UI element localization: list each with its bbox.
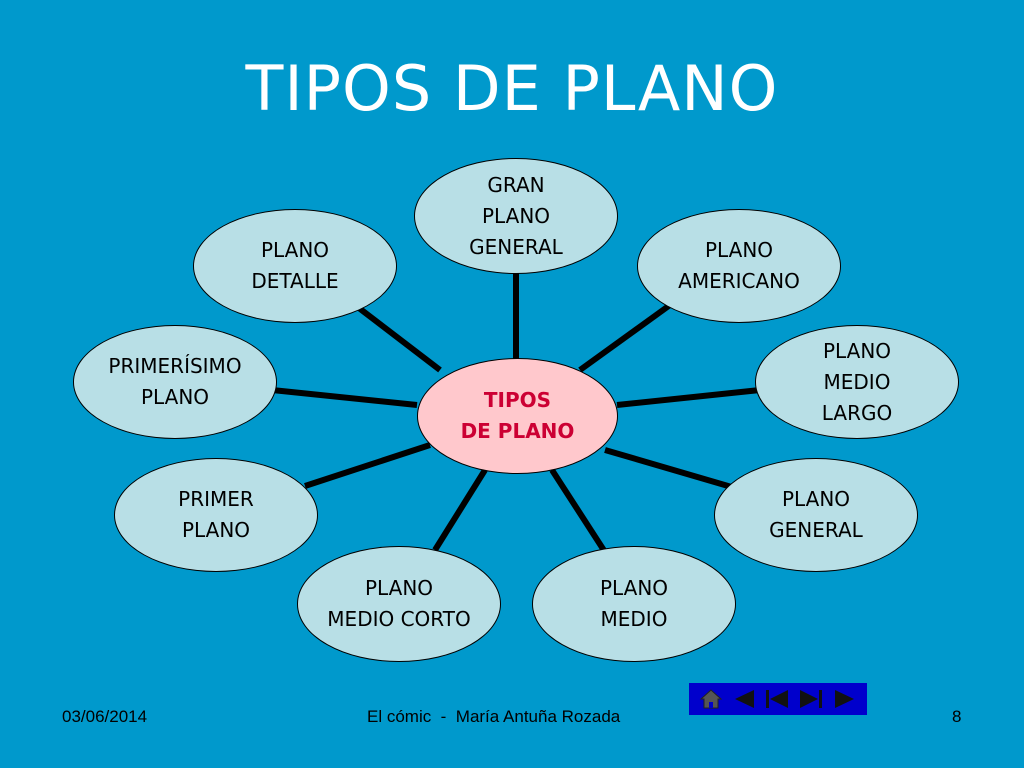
connector-primerisimo-plano [271, 387, 418, 408]
connector-primer-plano [304, 442, 431, 489]
node-plano-general: PLANO GENERAL [714, 458, 918, 572]
node-plano-medio-corto: PLANO MEDIO CORTO [297, 546, 501, 662]
slide-navigation [689, 683, 867, 715]
node-plano-americano: PLANO AMERICANO [637, 209, 841, 323]
node-primer-plano: PRIMER PLANO [114, 458, 318, 572]
connector-plano-medio-largo [616, 387, 761, 408]
first-icon[interactable] [764, 688, 790, 710]
last-icon[interactable] [798, 688, 824, 710]
previous-icon[interactable] [732, 688, 756, 710]
connector-plano-general [604, 447, 736, 491]
center-node-tipos-de-plano: TIPOS DE PLANO [417, 358, 618, 474]
connector-plano-medio-corto [432, 468, 488, 552]
node-gran-plano-general: GRAN PLANO GENERAL [414, 158, 618, 274]
home-icon[interactable] [699, 688, 723, 710]
footer-page-number: 8 [952, 707, 962, 726]
node-primerisimo-plano: PRIMERÍSIMO PLANO [73, 325, 277, 439]
node-plano-medio-largo: PLANO MEDIO LARGO [755, 325, 959, 439]
connector-plano-detalle [353, 302, 442, 373]
node-plano-detalle: PLANO DETALLE [193, 209, 397, 323]
footer-caption: El cómic - María Antuña Rozada [367, 707, 621, 726]
slide-title: TIPOS DE PLANO [245, 52, 779, 125]
node-plano-medio: PLANO MEDIO [532, 546, 736, 662]
footer-date: 03/06/2014 [62, 707, 148, 726]
next-icon[interactable] [833, 688, 857, 710]
connector-plano-medio [549, 468, 608, 554]
connector-plano-americano [578, 302, 672, 373]
